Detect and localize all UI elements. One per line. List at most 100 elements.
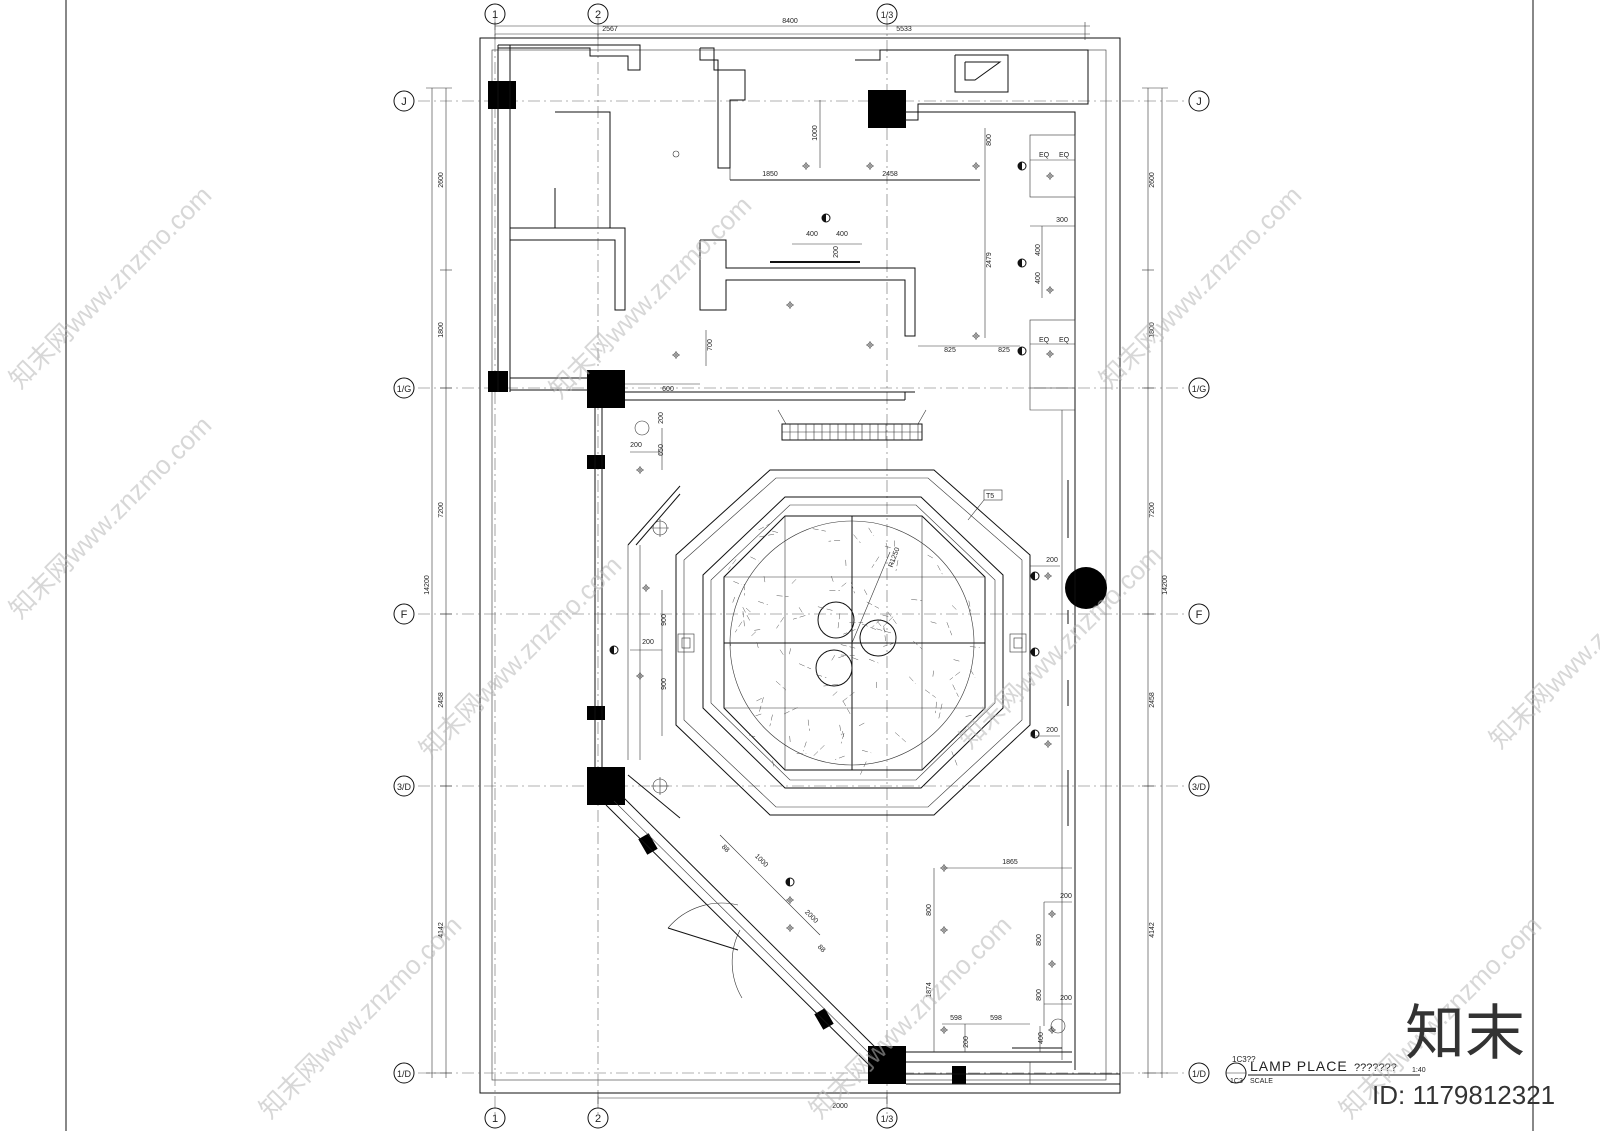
dim-label: 800 [1036, 989, 1043, 1001]
dim-label: 2458 [882, 171, 898, 178]
marble-vein [753, 713, 762, 717]
marble-vein [882, 614, 890, 618]
marble-vein [953, 659, 961, 662]
dim-right-seg: 7200 [1149, 502, 1156, 518]
marble-vein [756, 642, 760, 651]
drawing-title-block: 1C3?? 1C3 LAMP PLACE ??????? SCALE 1:40 [1225, 1055, 1426, 1085]
axis-bubble-left-F: F [393, 603, 415, 625]
upper-room-partitions [498, 44, 1089, 1070]
marble-vein [866, 601, 880, 609]
axis-bubble-left-3D: 3/D [393, 775, 415, 797]
dim-left-seg: 7200 [438, 502, 445, 518]
axis-label: 1/D [1192, 1069, 1207, 1079]
marble-vein [894, 732, 906, 743]
dim-label: 800 [986, 134, 993, 146]
marble-vein [868, 527, 874, 537]
marble-vein [776, 617, 784, 629]
marble-vein [852, 657, 861, 661]
marble-vein [877, 621, 887, 633]
marble-vein [924, 689, 936, 698]
marble-vein [728, 559, 737, 570]
marble-vein [968, 600, 972, 612]
marble-vein [883, 626, 886, 641]
marble-vein [876, 628, 892, 634]
dim-label: 200 [963, 1036, 970, 1048]
dim-right-seg: 2600 [1149, 172, 1156, 188]
znzmo-logo: 知末 [1405, 999, 1525, 1069]
dim-label: 200 [642, 639, 654, 646]
dim-label: EQ [1039, 337, 1050, 344]
marble-vein [817, 606, 833, 611]
dim-left-total: 14200 [424, 575, 431, 595]
marble-vein [756, 698, 762, 702]
dim-label: 200 [1046, 557, 1058, 564]
watermark-layer: 知末网www.znzmo.com 知末网www.znzmo.com 知末网www… [3, 180, 1600, 1124]
dim-label: 1865 [1002, 859, 1018, 866]
title-main: LAMP PLACE [1250, 1058, 1348, 1074]
axis-bubble-right-1G: 1/G [1188, 377, 1210, 399]
dim-label: 88 [816, 944, 827, 955]
title-code-top: 1C3?? [1232, 1055, 1256, 1064]
dim-left-seg: 4142 [438, 922, 445, 938]
marble-vein [863, 589, 869, 597]
axis-label: F [1196, 609, 1203, 621]
building-outline [479, 37, 1121, 1094]
dim-label: 900 [661, 614, 668, 626]
dim-label: 200 [1060, 893, 1072, 900]
west-wall [497, 45, 588, 392]
marble-vein [823, 684, 839, 687]
dim-label: 200 [1046, 727, 1058, 734]
marble-vein [871, 619, 881, 629]
axis-bubble-bottom-1: 1 [484, 1107, 506, 1129]
dim-right-seg: 1800 [1149, 322, 1156, 338]
marble-vein [842, 700, 851, 715]
marble-vein [869, 659, 879, 664]
wall-stub [952, 1066, 966, 1084]
axis-bubble-left-J: J [393, 90, 415, 112]
axis-grid-lines [418, 18, 1185, 1115]
marble-vein [830, 655, 836, 663]
marble-vein [750, 631, 756, 637]
wall-stub [638, 833, 658, 855]
dim-right-total: 14200 [1162, 575, 1169, 595]
marble-vein [783, 707, 798, 715]
dim-label: EQ [1039, 152, 1050, 159]
marble-vein [857, 722, 865, 727]
t5-light-tag: T5 [967, 489, 1003, 521]
marble-vein [937, 565, 943, 575]
marble-vein [812, 528, 826, 532]
wall-light-icon [1018, 259, 1022, 267]
dim-bottom-total: 2000 [832, 1103, 848, 1110]
dim-label: 400 [836, 231, 848, 238]
dim-left-seg: 1800 [438, 322, 445, 338]
marble-vein [839, 582, 847, 589]
dim-label: 2000 [803, 909, 819, 925]
building-inner-outline [491, 49, 1107, 1081]
dim-label: R1250 [888, 547, 902, 569]
linear-air-grille [777, 409, 927, 441]
axis-label: 3/D [1192, 782, 1207, 792]
axis-label: J [1196, 96, 1202, 108]
marble-vein [789, 735, 791, 745]
dim-label: 1000 [812, 125, 819, 141]
axis-bubble-right-1D: 1/D [1188, 1062, 1210, 1084]
west-glazing [594, 408, 681, 767]
title-code-bottom: 1C3 [1230, 1078, 1243, 1085]
structural-columns [488, 81, 1107, 1084]
marble-vein [757, 522, 772, 531]
marble-vein [788, 648, 791, 657]
dim-label: 800 [926, 904, 933, 916]
axis-label: 2 [595, 9, 601, 21]
dim-label: 700 [707, 339, 714, 351]
marble-vein [772, 530, 779, 533]
marble-vein [890, 559, 895, 566]
wall-light-icon [822, 214, 826, 222]
axis-label: 1 [492, 9, 498, 21]
axis-label: F [401, 609, 408, 621]
marble-vein [842, 731, 844, 738]
watermark-text: 知末网www.znzmo.com [3, 410, 217, 624]
marble-vein [946, 622, 953, 636]
south-east-area [906, 1047, 1120, 1085]
dim-label: 650 [658, 444, 665, 456]
